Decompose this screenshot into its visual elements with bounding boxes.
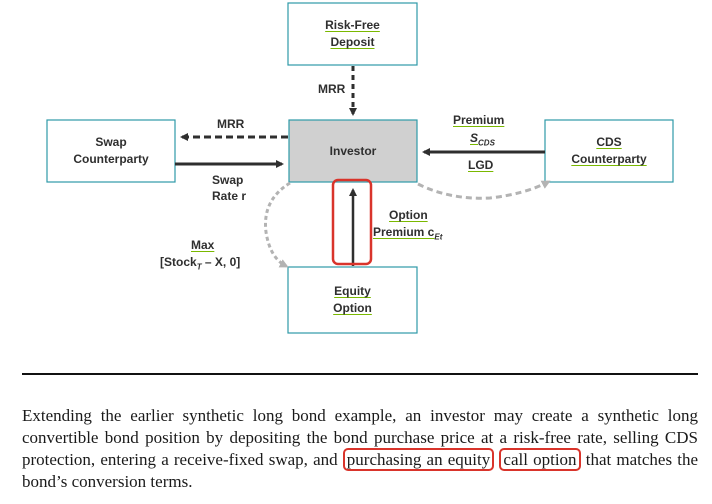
swap-rate-text: Rate r [212, 189, 247, 203]
highlight-call-option: call option [499, 448, 581, 471]
cds-line1: CDS [596, 135, 622, 149]
max-payoff-arrow [264, 181, 291, 268]
swap-counterparty-box [46, 119, 176, 183]
max-label-1: Max [191, 238, 215, 252]
risk-free-line1: Risk-Free [325, 18, 380, 32]
cds-line2: Counterparty [571, 152, 647, 166]
paragraph-part1: Extending the earlier synthetic long bon… [22, 406, 698, 469]
option-label-1: Option [389, 208, 428, 222]
section-divider [22, 373, 698, 375]
s-cds-sub: CDS [478, 138, 495, 148]
s-cds-label: SCDS [470, 131, 495, 150]
equity-option-box [287, 266, 418, 334]
investor-text: Investor [329, 143, 377, 158]
lgd-label: LGD [468, 158, 494, 172]
swap-rate-label-2: Rate r [212, 189, 246, 204]
risk-free-line2: Deposit [330, 35, 375, 49]
investor-box [288, 119, 418, 183]
risk-free-deposit-box [287, 2, 418, 66]
investor-label: Investor [289, 120, 417, 182]
risk-free-deposit-label: Risk-Free Deposit [288, 3, 417, 65]
equity-line2: Option [333, 301, 372, 315]
max-label-2: [StockT – X, 0] [160, 255, 240, 274]
premium-label: Premium [453, 113, 505, 127]
swap-rate-label-1: Swap [212, 173, 244, 187]
option-premium-sub: Et [434, 232, 443, 242]
highlight-purchasing: purchasing an equity [342, 448, 495, 471]
equity-line1: Equity [334, 284, 371, 298]
mrr-top-label: MRR [318, 82, 346, 96]
swap-line1: Swap [95, 135, 127, 149]
mrr-left-label: MRR [217, 117, 245, 131]
swap-line2: Counterparty [73, 152, 149, 166]
convertible-bond-diagram [46, 2, 674, 334]
max-stock-sub: T [196, 262, 202, 272]
body-paragraph: Extending the earlier synthetic long bon… [22, 405, 698, 493]
cds-counterparty-box [544, 119, 674, 183]
equity-option-label: Equity Option [288, 267, 417, 333]
paragraph-part2: that matches the bond’s conversion terms… [22, 450, 699, 491]
option-arrow-highlight [331, 178, 373, 266]
lgd-arrow [417, 180, 551, 200]
max-stock-text: [Stock [160, 255, 197, 269]
option-premium-text: Premium c [373, 225, 435, 239]
option-label-2: Premium cEt [373, 225, 442, 244]
swap-counterparty-label: Swap Counterparty [47, 120, 175, 182]
cds-counterparty-label: CDS Counterparty [545, 120, 673, 182]
max-rest-text: – X, 0] [201, 255, 241, 269]
s-cds-main: S [470, 131, 479, 145]
